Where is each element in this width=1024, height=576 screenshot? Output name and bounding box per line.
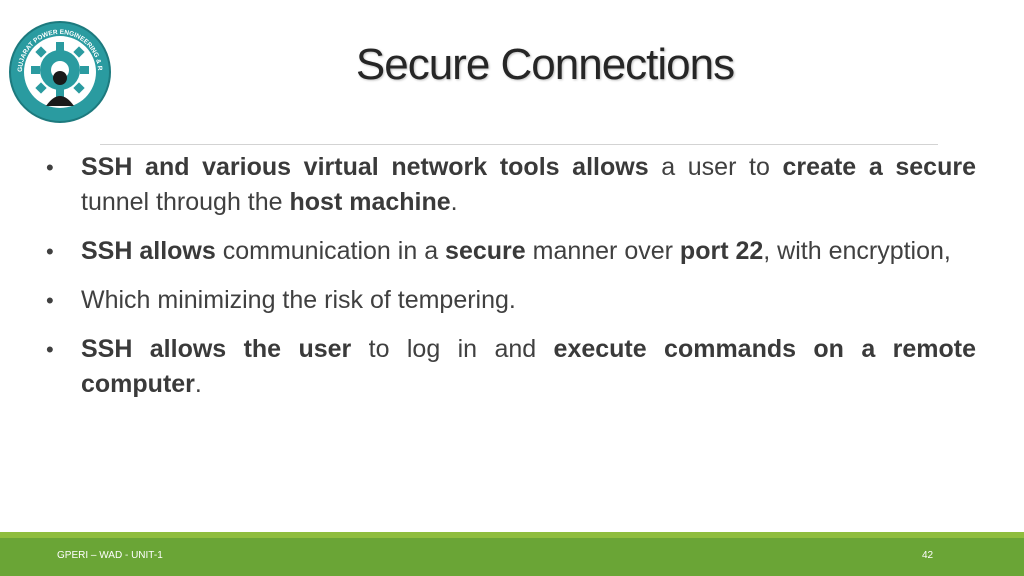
bold-text: create a secure [782, 153, 976, 181]
bold-text: host machine [289, 188, 451, 216]
text-run: Which minimizing the risk of tempering. [81, 286, 516, 314]
bullet-list: • SSH and various virtual network tools a… [46, 150, 976, 416]
footer-label: GPERI – WAD - UNIT-1 [57, 550, 163, 561]
bullet-marker: • [46, 155, 54, 180]
text-run: , with encryption, [763, 237, 951, 265]
page-number: 42 [922, 550, 934, 561]
text-run: tunnel through the [81, 188, 290, 216]
text-run: manner over [525, 237, 680, 265]
slide-title: Secure Connections [355, 40, 735, 89]
text-run: . [194, 370, 202, 398]
text-run: . [450, 188, 458, 216]
text-run: to log in and [351, 335, 554, 363]
footer-accent-line [0, 532, 1024, 538]
bullet-item: • Which minimizing the risk of tempering. [46, 283, 976, 318]
bullet-marker: • [46, 337, 54, 362]
bold-text: execute commands on a remote computer [81, 335, 976, 398]
footer-bar: GPERI – WAD - UNIT-1 42 [0, 538, 1024, 576]
text-run: communication in a [215, 237, 446, 265]
bullet-item: • SSH and various virtual network tools a… [46, 150, 976, 220]
bullet-marker: • [46, 288, 54, 313]
bold-text: SSH allows [81, 237, 216, 265]
bold-text: SSH and various virtual network tools al… [81, 153, 649, 181]
text-run: a user to [648, 153, 783, 181]
bold-text: port 22 [679, 237, 764, 265]
bold-text: secure [445, 237, 526, 265]
institute-logo: GUJARAT POWER ENGINEERING & RESEARCH INS… [8, 20, 111, 123]
bullet-item: • SSH allows communication in a secure ma… [46, 234, 976, 269]
bullet-marker: • [46, 239, 54, 264]
bullet-item: • SSH allows the user to log in and execu… [46, 332, 976, 402]
title-divider [100, 144, 938, 145]
bold-text: SSH allows the user [81, 335, 352, 363]
